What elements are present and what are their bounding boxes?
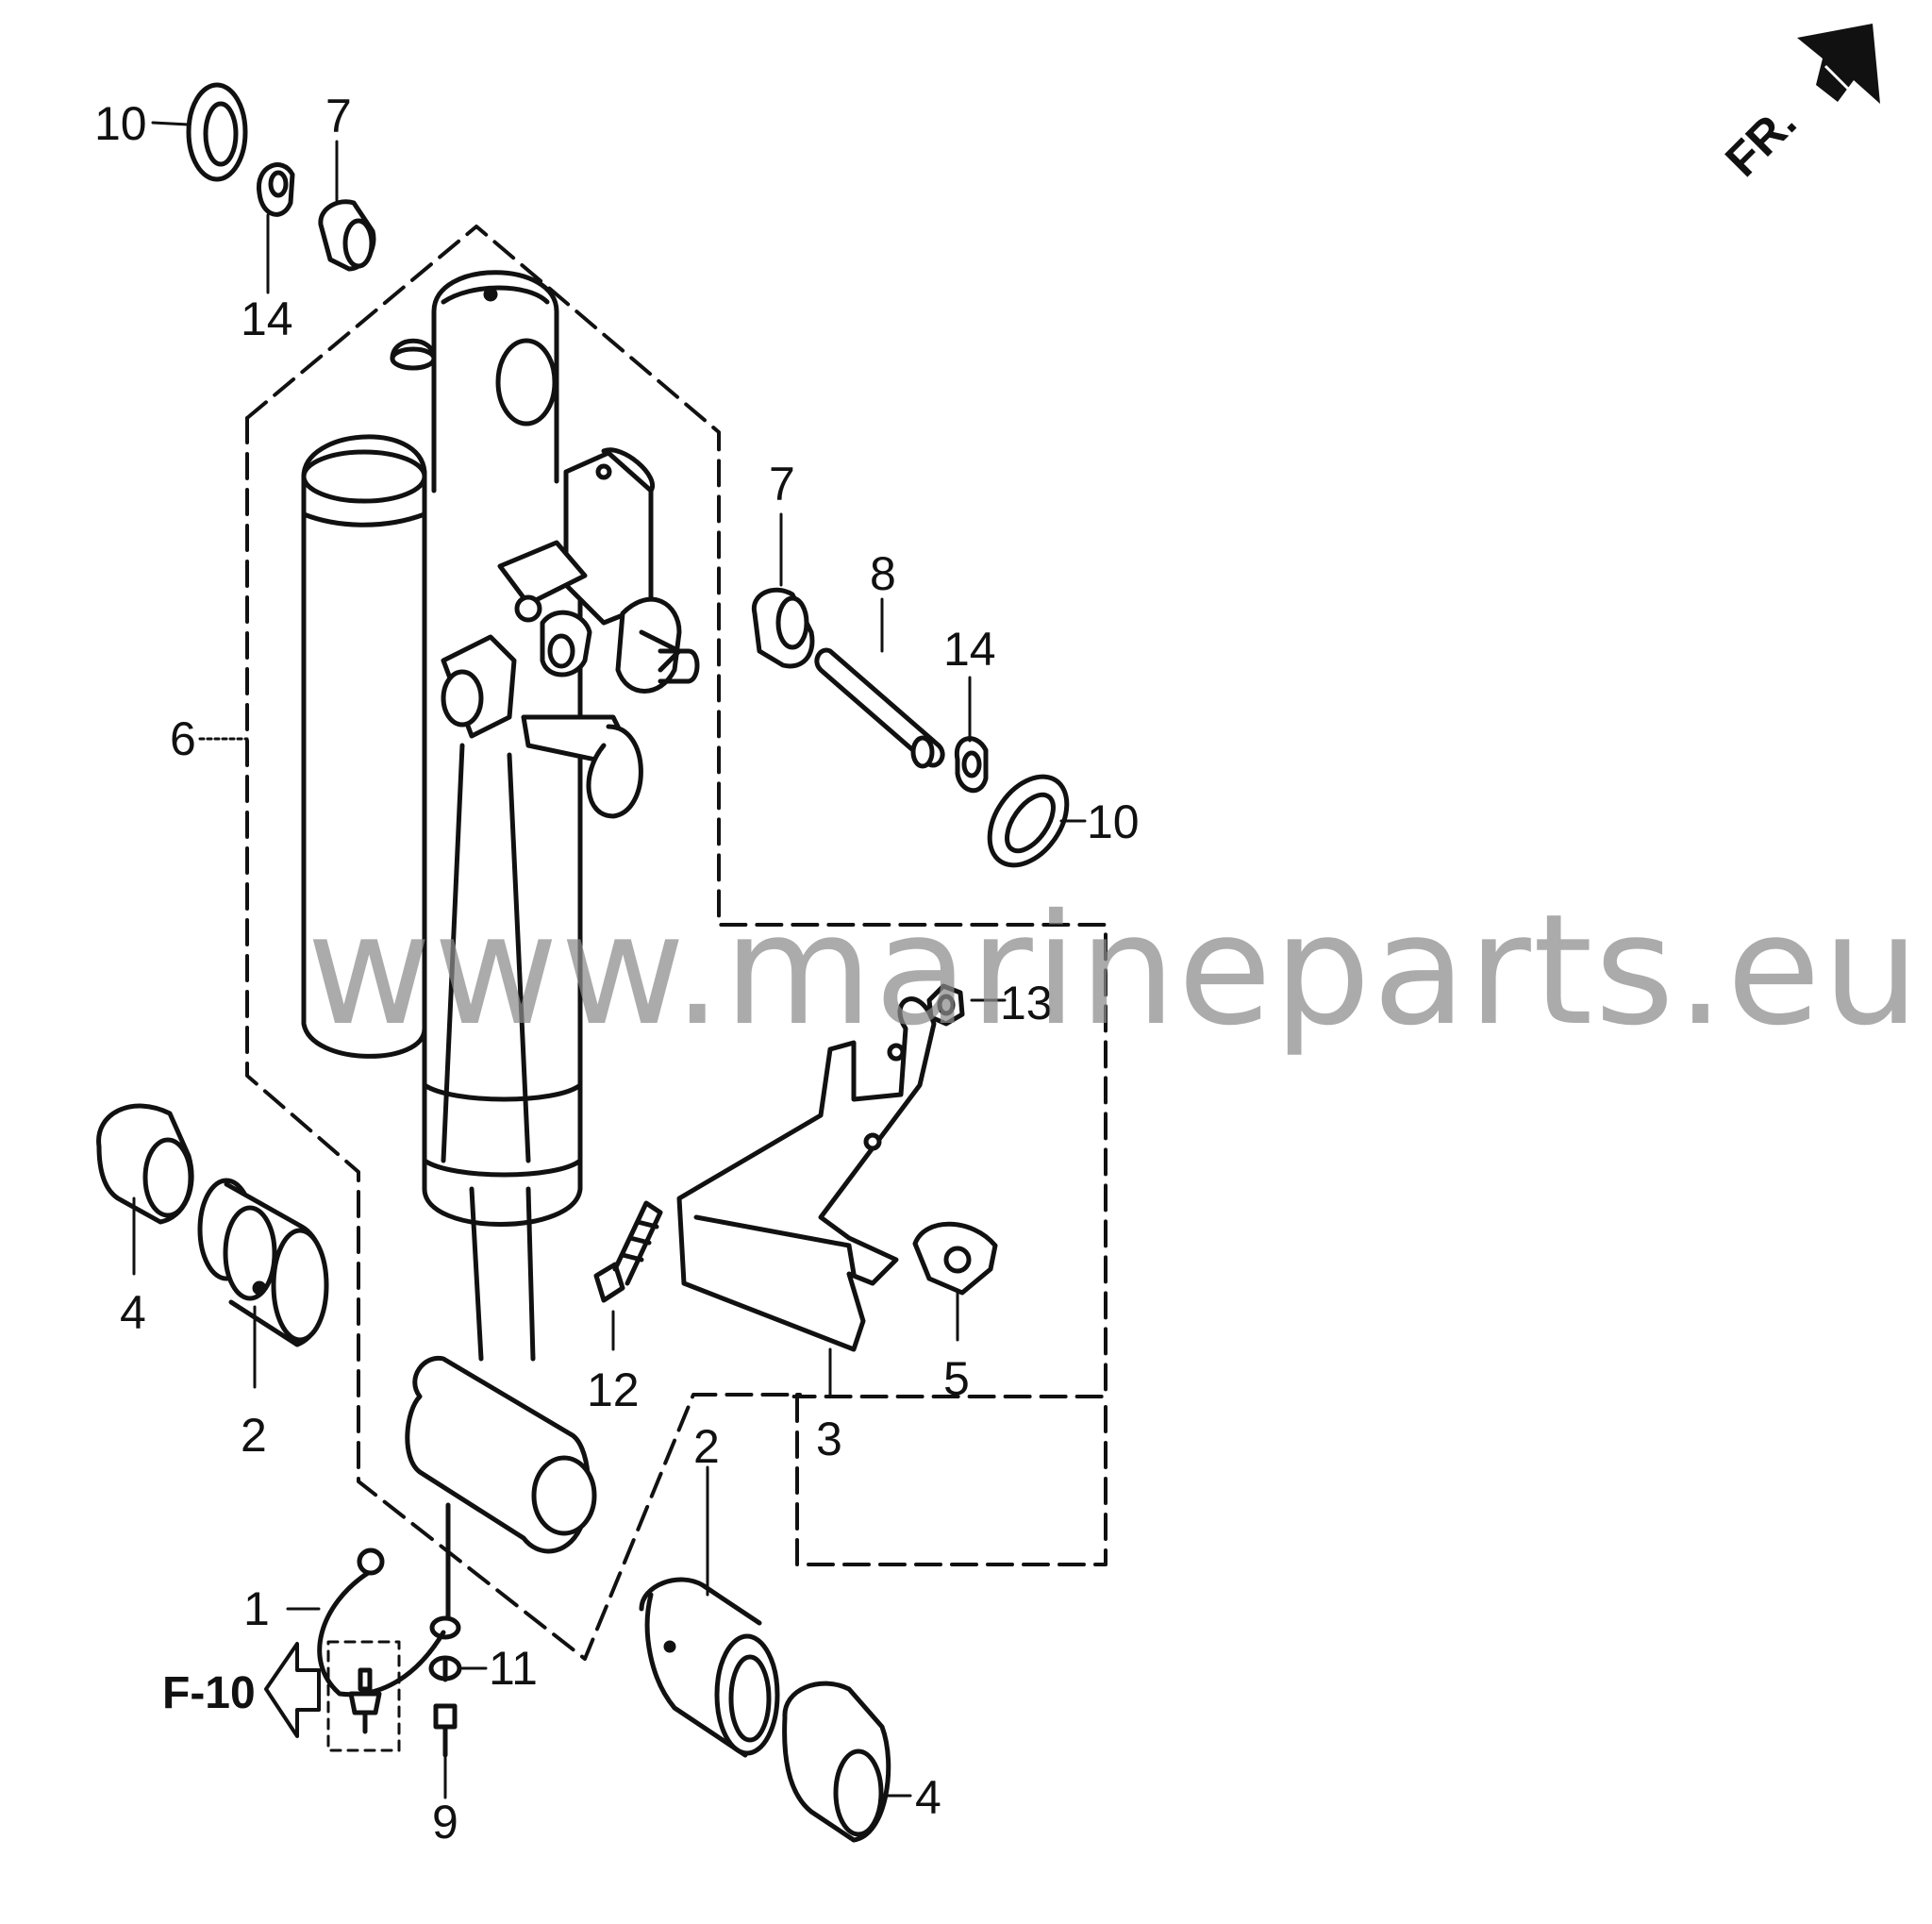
reference-label: F-10 xyxy=(162,1668,256,1718)
callout-9: 9 xyxy=(432,1796,458,1849)
direction-indicator: FR. xyxy=(1715,24,1880,187)
callout-13: 13 xyxy=(1000,977,1053,1029)
part-ground-cable xyxy=(317,1548,446,1698)
part-bracket-3 xyxy=(676,996,937,1352)
callout-11: 11 xyxy=(489,1642,538,1695)
part-bolt-9 xyxy=(433,1703,458,1758)
callout-5: 5 xyxy=(943,1352,970,1405)
part-nut-11 xyxy=(428,1655,462,1682)
callout-6: 6 xyxy=(170,712,196,765)
callout-labels: 1 2 2 3 4 4 5 6 7 7 8 9 10 10 11 12 13 1… xyxy=(94,90,1140,1849)
direction-label: FR. xyxy=(1715,95,1807,187)
callout-2-right: 2 xyxy=(693,1420,720,1473)
callout-12: 12 xyxy=(587,1364,640,1416)
callout-4-right: 4 xyxy=(915,1771,941,1824)
front-arrow-icon xyxy=(1797,24,1880,104)
callout-4-left: 4 xyxy=(120,1286,146,1339)
part-pin-8 xyxy=(814,647,945,769)
part-collar-2-right xyxy=(639,1577,780,1758)
part-collar-7-upper xyxy=(318,199,376,272)
watermark: www.marineparts.eu xyxy=(307,882,1922,1060)
callout-3: 3 xyxy=(816,1413,842,1465)
reference-box xyxy=(326,1640,401,1752)
callout-2-left: 2 xyxy=(241,1409,267,1462)
part-bolt-12 xyxy=(593,1200,663,1303)
callout-10-upper: 10 xyxy=(94,97,147,150)
callout-14-upper: 14 xyxy=(241,293,293,345)
callout-8: 8 xyxy=(870,547,896,600)
part-collar-2-left xyxy=(197,1178,329,1347)
part-seal-10-upper xyxy=(186,82,248,182)
part-washer-14-right xyxy=(954,736,989,793)
tilt-cylinder-assembly xyxy=(301,270,700,1640)
part-washer-14-upper xyxy=(256,162,295,217)
callout-14-right: 14 xyxy=(943,623,996,676)
reference-arrow-icon xyxy=(264,1642,321,1738)
leader-lines xyxy=(132,121,1087,1799)
callout-10-right: 10 xyxy=(1087,795,1140,848)
part-clip-5 xyxy=(912,1221,998,1296)
callout-7-upper: 7 xyxy=(325,90,352,142)
part-bushing-4-right xyxy=(782,1681,891,1843)
part-bushing-4-left xyxy=(96,1103,194,1225)
callout-1: 1 xyxy=(243,1582,270,1635)
assembly-outline-6 xyxy=(245,225,1108,1661)
callout-7-right: 7 xyxy=(769,458,795,510)
part-collar-7-right xyxy=(751,587,815,669)
part-seal-10-right xyxy=(987,774,1070,868)
part-nut-13 xyxy=(926,983,965,1027)
